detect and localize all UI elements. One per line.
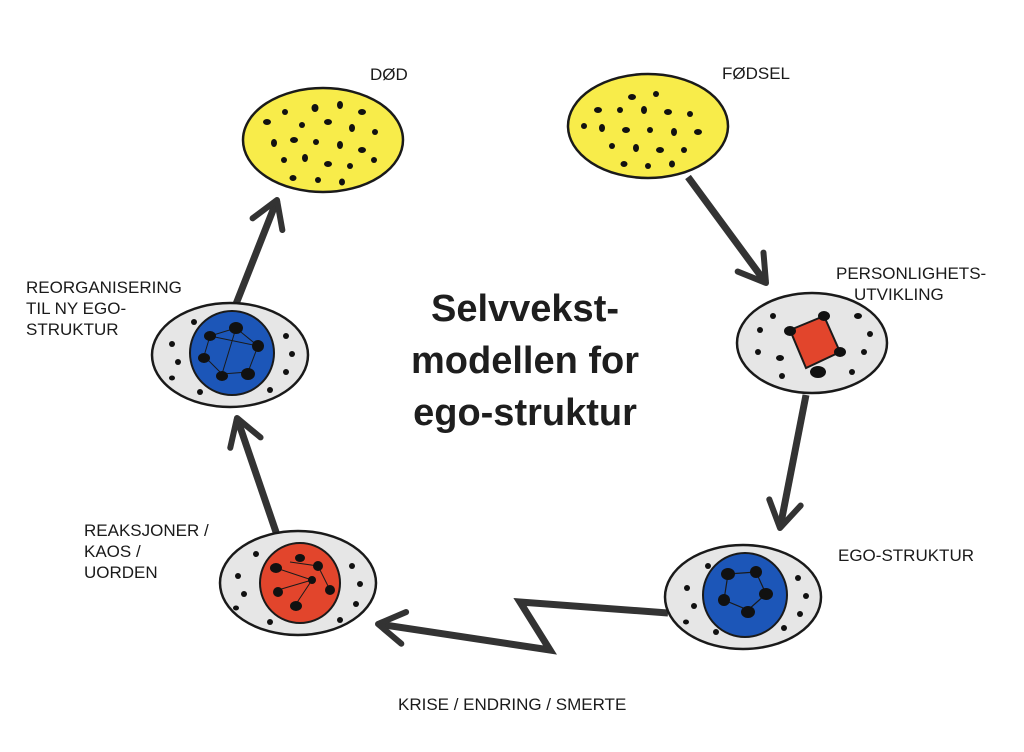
arrow-reorganisering-to-dod (232, 197, 286, 306)
arrow-reaksjoner-to-reorganisering (227, 415, 281, 537)
reorganisering-ellipse (150, 301, 310, 409)
arrow-fodsel-to-personlighet (685, 174, 769, 286)
ego-struktur-blue-core (702, 552, 788, 638)
label-reaksjoner: REAKSJONER / KAOS / UORDEN (84, 521, 209, 582)
title-line-1: Selvvekst- (430, 288, 619, 330)
ego-struktur-ellipse (663, 543, 823, 651)
label-krise: KRISE / ENDRING / SMERTE (398, 695, 627, 714)
label-dod: DØD (370, 65, 408, 84)
fodsel-ellipse (566, 72, 730, 180)
reaksjoner-ellipse (218, 529, 378, 637)
arrow-krise-lightning (375, 597, 669, 655)
label-reorganisering: REORGANISERING TIL NY EGO- STRUKTUR (26, 278, 182, 339)
dod-dots (263, 101, 378, 186)
fodsel-dots (581, 91, 702, 169)
personlighet-ellipse (735, 291, 889, 395)
dod-ellipse (241, 86, 405, 194)
arrow-personlighet-to-ego (766, 394, 810, 531)
label-personlighet: PERSONLIGHETS- UTVIKLING (836, 264, 987, 304)
label-ego-struktur: EGO-STRUKTUR (838, 546, 974, 565)
title-line-3: ego-struktur (413, 392, 637, 434)
diagram-title: Selvvekst- modellen for ego-struktur (380, 283, 670, 439)
label-fodsel: FØDSEL (722, 64, 791, 83)
title-line-2: modellen for (410, 340, 640, 382)
